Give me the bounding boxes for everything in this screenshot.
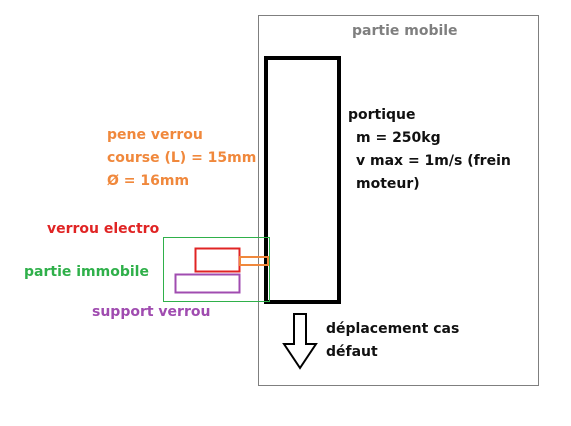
- fixed-part-label: partie immobile: [24, 264, 149, 280]
- bolt-title-label: pene verrou: [107, 127, 203, 143]
- fault-move-label-1: déplacement cas: [326, 321, 460, 337]
- electro-lock-label: verrou electro: [47, 221, 160, 237]
- gantry-speed-cont-label: moteur): [356, 176, 420, 192]
- fixed-part-box: [163, 237, 270, 302]
- lock-support-box: [174, 273, 241, 294]
- gantry-title-label: portique: [348, 107, 416, 123]
- bolt-pin: [239, 256, 269, 266]
- bolt-diameter-label: Ø = 16mm: [107, 173, 190, 189]
- lock-support-label: support verrou: [92, 304, 211, 320]
- moving-part-label: partie mobile: [352, 23, 458, 39]
- bolt-stroke-label: course (L) = 15mm: [107, 150, 257, 166]
- gantry-speed-label: v max = 1m/s (frein: [356, 153, 511, 169]
- fault-move-label-2: défaut: [326, 344, 378, 360]
- electro-lock-box: [194, 247, 241, 273]
- gantry-box: [264, 56, 341, 304]
- down-arrow-icon: [282, 313, 318, 370]
- moving-part-frame: [258, 15, 539, 386]
- gantry-mass-label: m = 250kg: [356, 130, 441, 146]
